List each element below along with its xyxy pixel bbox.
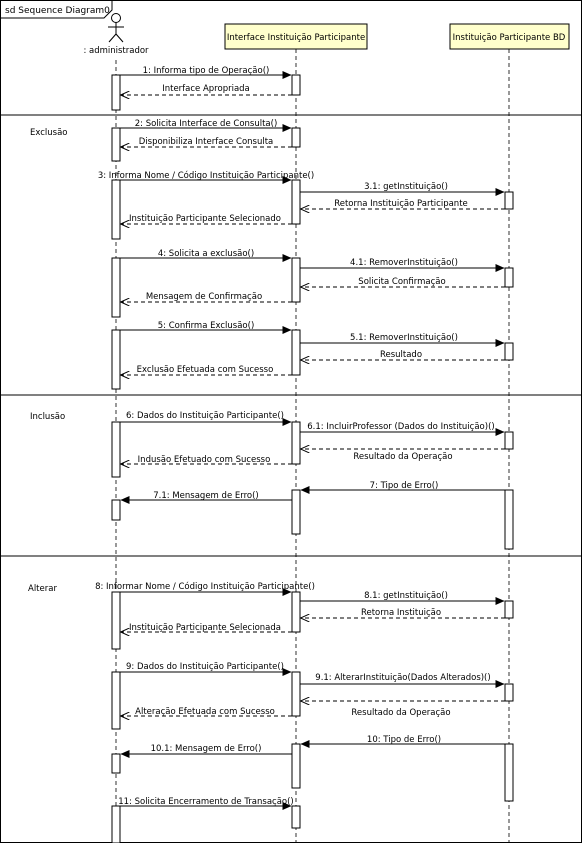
- activation-bar: [111, 421, 121, 478]
- activation-bar: [504, 600, 514, 619]
- activation-bar: [291, 591, 301, 633]
- fragment-label-exclusao: Exclusão: [30, 128, 68, 138]
- activation-bar: [504, 431, 514, 450]
- activation-bar: [111, 74, 121, 111]
- message-label: 5: Confirma Exclusão(): [158, 321, 255, 331]
- activation-bar: [291, 179, 301, 225]
- message-label: 6: Dados do Instituição Participante(): [126, 411, 284, 421]
- message-label: Resultado da Operação: [351, 708, 450, 718]
- actor-icon: [108, 13, 124, 43]
- activation-bar: [291, 671, 301, 717]
- message-label: 10: Tipo de Erro(): [367, 735, 441, 745]
- message-label: Retorna Instituição Participante: [334, 199, 468, 209]
- message-label: 5.1: RemoverInstituição(): [350, 333, 458, 343]
- frame-title: sd Sequence Diagram0: [5, 6, 110, 16]
- activation-bar: [291, 127, 301, 148]
- message-label: 8: Informar Nome / Código Instituição Pa…: [95, 581, 315, 592]
- message-label: Indusão Efetuado com Sucesso: [138, 455, 271, 465]
- participant-box-iface: Interface Instituição Participante: [224, 23, 368, 50]
- message-label: 11: Solicita Encerramento de Transação(): [118, 797, 294, 807]
- activation-bar: [111, 179, 121, 240]
- message-label: 2: Solicita Interface de Consulta(): [135, 119, 278, 129]
- activation-bar: [504, 743, 514, 802]
- activation-bar: [111, 671, 121, 730]
- frame-title-tab: [0, 0, 113, 19]
- message-label: 3.1: getInstituição(): [364, 182, 448, 192]
- participant-box-bd: Instituição Participante BD: [449, 23, 570, 50]
- message-label: 6.1: IncluirProfessor (Dados do Institui…: [307, 422, 494, 432]
- message-label: Resultado: [380, 350, 422, 360]
- activation-bar: [291, 329, 301, 376]
- message-label: 10.1: Mensagem de Erro(): [151, 744, 262, 754]
- activation-bar: [111, 329, 121, 390]
- activation-bar: [291, 74, 301, 96]
- message-label: Solicita Confirmação: [358, 277, 445, 287]
- message-label: Exclusão Efetuada com Sucesso: [137, 365, 274, 375]
- activation-bar: [291, 257, 301, 303]
- message-label: 7.1: Mensagem de Erro(): [153, 491, 258, 501]
- activation-bar: [504, 191, 514, 210]
- participant-label-admin: : administrador: [83, 46, 149, 56]
- activation-bar: [504, 267, 514, 288]
- message-label: 9.1: AlterarInstituição(Dados Alterados)…: [315, 673, 490, 683]
- message-label: Instituição Participante Selecionada: [129, 623, 281, 633]
- message-label: Retorna Instituição: [361, 608, 441, 618]
- activation-bar: [291, 421, 301, 465]
- message-label: Interface Apropriada: [162, 84, 250, 94]
- message-label: Disponibiliza Interface Consulta: [139, 137, 274, 147]
- fragment-label-alterar: Alterar: [28, 584, 57, 594]
- message-label: Resultado da Operação: [353, 452, 452, 462]
- message-label: 7: Tipo de Erro(): [370, 481, 439, 491]
- participant-label-bd: Instituição Participante BD: [453, 33, 566, 43]
- message-label: Mensagem de Confirmação: [146, 292, 262, 302]
- activation-bar: [504, 489, 514, 550]
- activation-bar: [504, 683, 514, 702]
- activation-bar: [111, 499, 121, 521]
- activation-bar: [111, 805, 121, 843]
- message-label: 1: Informa tipo de Operação(): [143, 66, 270, 76]
- message-label: 9: Dados do Instituição Participante(): [126, 662, 284, 672]
- activation-bar: [291, 743, 301, 789]
- activation-bar: [111, 591, 121, 650]
- fragment-label-inclusao: Inclusão: [30, 412, 65, 422]
- message-label: Alteração Efetuada com Sucesso: [135, 707, 275, 717]
- message-label: Instituição Participante Selecionado: [129, 214, 281, 224]
- message-label: 8.1: getInstituição(): [364, 591, 448, 601]
- activation-bar: [111, 257, 121, 318]
- activation-bar: [111, 127, 121, 162]
- activation-bar: [111, 753, 121, 774]
- activation-bar: [291, 805, 301, 829]
- participant-label-iface: Interface Instituição Participante: [227, 33, 365, 43]
- message-label: 4.1: RemoverInstituição(): [350, 258, 458, 268]
- message-label: 4: Solicita a exclusão(): [158, 249, 254, 259]
- activation-bar: [291, 489, 301, 535]
- activation-bar: [504, 342, 514, 361]
- message-label: 3: Informa Nome / Código Instituição Par…: [98, 170, 314, 181]
